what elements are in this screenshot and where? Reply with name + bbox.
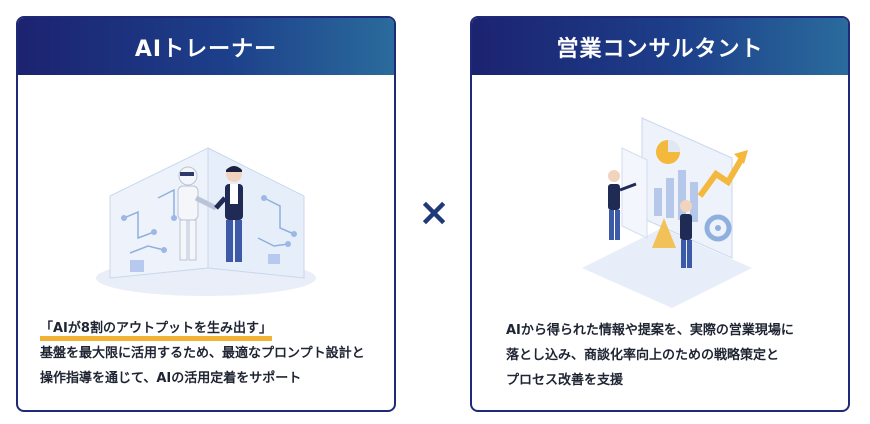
times-icon: ×: [418, 190, 450, 234]
ai-trainer-title: AIトレーナー: [134, 36, 278, 62]
ai-trainer-line-1: 基盤を最大限に活用するため、最適なプロンプト設計と: [40, 346, 365, 361]
ai-trainer-highlight: 「AIが8割のアウトプットを生み出す」: [40, 316, 272, 341]
ai-trainer-illustration: [96, 147, 316, 296]
ai-trainer-card: AIトレーナー: [16, 16, 396, 412]
ai-trainer-description: 「AIが8割のアウトプットを生み出す」 基盤を最大限に活用するため、最適なプロン…: [40, 316, 380, 391]
ai-trainer-line-2: 操作指導を通じて、AIの活用定着をサポート: [40, 371, 302, 386]
sales-consultant-line-1: AIから得られた情報や提案を、実際の営業現場に: [506, 323, 794, 338]
ai-trainer-header: AIトレーナー: [18, 18, 394, 75]
sales-consultant-header: 営業コンサルタント: [472, 18, 848, 75]
sales-consultant-illustration: [582, 117, 752, 308]
sales-consultant-line-2: 落とし込み、商談化率向上のための戦略策定と: [506, 348, 780, 363]
sales-consultant-description: AIから得られた情報や提案を、実際の営業現場に 落とし込み、商談化率向上のための…: [506, 318, 846, 393]
sales-consultant-card: 営業コンサルタント: [470, 16, 850, 412]
sales-consultant-title: 営業コンサルタント: [556, 36, 764, 62]
sales-consultant-line-3: プロセス改善を支援: [506, 373, 624, 388]
